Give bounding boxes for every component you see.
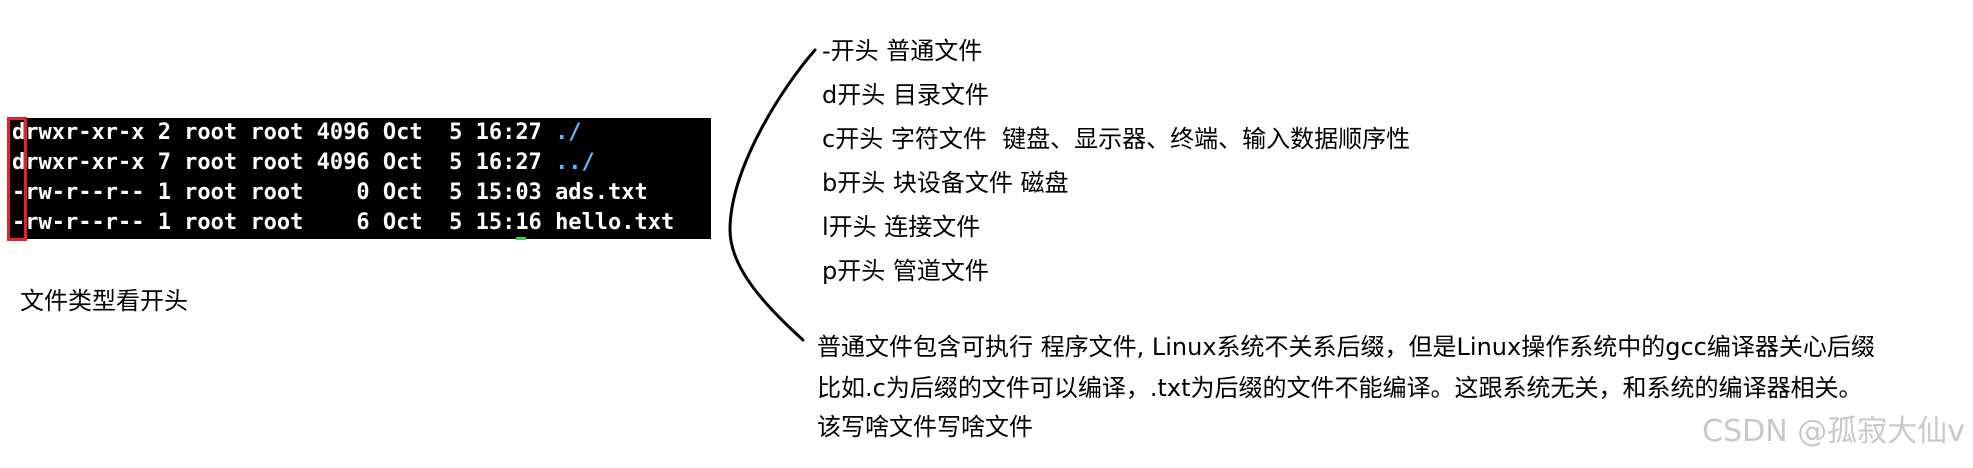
terminal-row: drwxr-xr-x 7 root root 4096 Oct 5 16:27 … [12,148,595,178]
note-line: 该写啥文件写啥文件 [817,413,1033,441]
note-line: 比如.c为后缀的文件可以编译，.txt为后缀的文件不能编译。这跟系统无关，和系统… [817,374,1863,402]
file-type-item: -开头 普通文件 [822,37,983,65]
terminal-cursor [516,237,526,240]
file-type-highlight-box [7,117,27,241]
row-meta: drwxr-xr-x 7 root root 4096 Oct 5 16:27 [12,150,556,175]
row-meta: -rw-r--r-- 1 root root 6 Oct 5 15:16 [12,210,556,235]
file-type-item: b开头 块设备文件 磁盘 [822,169,1069,197]
file-type-item: p开头 管道文件 [822,257,989,285]
file-type-item: d开头 目录文件 [822,81,989,109]
row-filename: ads.txt [555,180,648,205]
terminal-ls-output: drwxr-xr-x 2 root root 4096 Oct 5 16:27 … [8,118,711,239]
row-filename: ../ [555,150,595,175]
terminal-row: drwxr-xr-x 2 root root 4096 Oct 5 16:27 … [12,118,582,148]
terminal-row: -rw-r--r-- 1 root root 0 Oct 5 15:03 ads… [12,178,648,208]
row-filename: ./ [555,120,582,145]
caption-file-type: 文件类型看开头 [20,287,188,315]
note-line: 普通文件包含可执行 程序文件, Linux系统不关系后缀，但是Linux操作系统… [817,333,1875,361]
file-type-item: l开头 连接文件 [822,213,981,241]
row-meta: -rw-r--r-- 1 root root 0 Oct 5 15:03 [12,180,556,205]
row-filename: hello.txt [555,210,675,235]
file-type-item: c开头 字符文件 键盘、显示器、终端、输入数据顺序性 [822,125,1411,153]
csdn-watermark: CSDN @孤寂大仙v [1702,414,1965,449]
row-meta: drwxr-xr-x 2 root root 4096 Oct 5 16:27 [12,120,556,145]
terminal-row: -rw-r--r-- 1 root root 6 Oct 5 15:16 hel… [12,208,674,238]
